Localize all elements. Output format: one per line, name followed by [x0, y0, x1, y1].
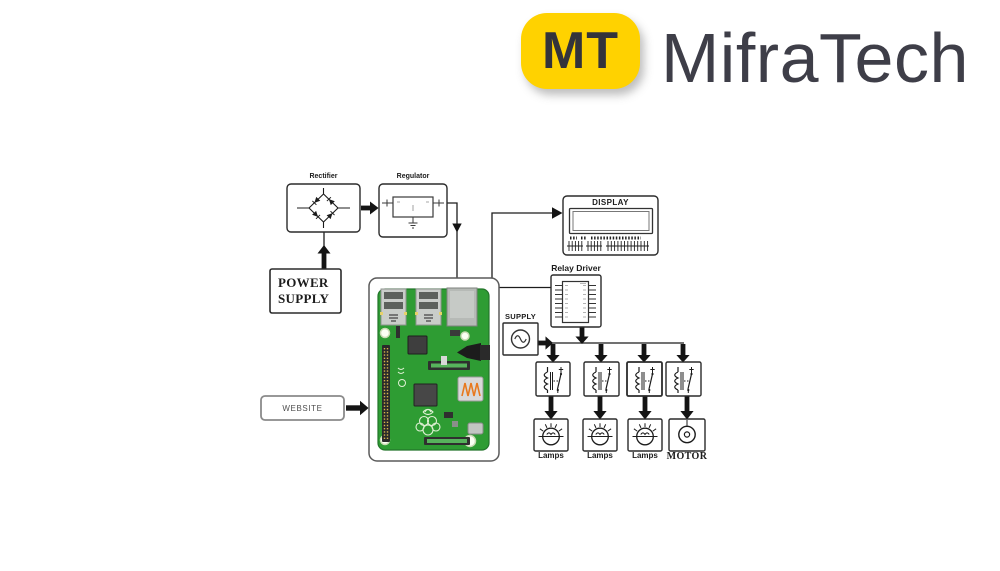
driver-ic-icon: [555, 280, 596, 324]
bridge-rectifier-icon: [297, 188, 350, 228]
usb-controller-chip-icon: [413, 383, 438, 407]
power-supply-block: [269, 268, 342, 314]
arrow-relaydriver-down: [575, 327, 589, 344]
line-pi-to-display: [491, 212, 552, 279]
rectifier-label: Rectifier: [309, 173, 338, 180]
relay-driver-label: Relay Driver: [551, 263, 601, 273]
arrow-website-to-pi: [346, 400, 369, 416]
display-label: DISPLAY: [592, 198, 629, 207]
voltage-regulator-icon: [382, 196, 444, 229]
brand-logo-text: MT: [541, 22, 620, 80]
audio-jack-icon: [457, 343, 490, 361]
line-regulator-to-pi: [446, 202, 458, 279]
brand-name[interactable]: MifraTech: [661, 19, 969, 97]
arrow-supply-right: [538, 336, 553, 350]
ethernet-port-icon: [446, 287, 478, 327]
website-block: [260, 395, 345, 421]
soc-chip-icon: [407, 335, 428, 355]
arrow-bus-to-relay-2: [594, 344, 608, 363]
rectifier-block: [286, 183, 361, 233]
regulator-label: Regulator: [396, 173, 430, 180]
gpio-header-icon: [382, 345, 390, 442]
motor-label: MOTOR: [666, 451, 708, 462]
arrow-rectifier-to-regulator: [361, 201, 379, 215]
website-label: WEBSITE: [282, 403, 323, 413]
arrow-bus-to-relay-4: [676, 344, 690, 363]
usb-ports-icon: [380, 288, 442, 326]
raspberry-pi-board-icon: [377, 287, 490, 451]
power-supply-label: POWER SUPPLY: [278, 275, 330, 306]
arrow-powersupply-up: [317, 245, 331, 269]
motor-icon: [678, 420, 696, 444]
arrow-bus-to-relay-3: [637, 344, 651, 363]
hdmi-connector-icon: [457, 376, 484, 402]
lcd-display-icon: [567, 207, 654, 251]
lamp-label-2: Lamps: [587, 451, 613, 460]
flow-arrows: [317, 201, 694, 420]
arrow-relay2-to-lamp2: [593, 396, 607, 420]
arrow-relay4-to-motor: [680, 396, 694, 420]
raspberry-logo-icon: [415, 408, 441, 436]
connector-lines: [323, 202, 684, 344]
ac-source-icon: [510, 329, 531, 349]
arrowhead-regulator-down: [452, 223, 462, 233]
arrowhead-to-display: [552, 207, 563, 219]
motor-block: [668, 418, 706, 452]
lamp-label-1: Lamps: [538, 451, 564, 460]
micro-usb-icon: [467, 422, 484, 435]
supply-label: SUPPLY: [504, 312, 537, 321]
brand-logo-badge[interactable]: MT: [521, 13, 640, 89]
arrow-bus-to-relay-1: [546, 344, 560, 363]
lamp-label-3: Lamps: [632, 451, 658, 460]
arrow-relay1-to-lamp1: [544, 396, 558, 420]
arrow-relay3-to-lamp3: [638, 396, 652, 420]
